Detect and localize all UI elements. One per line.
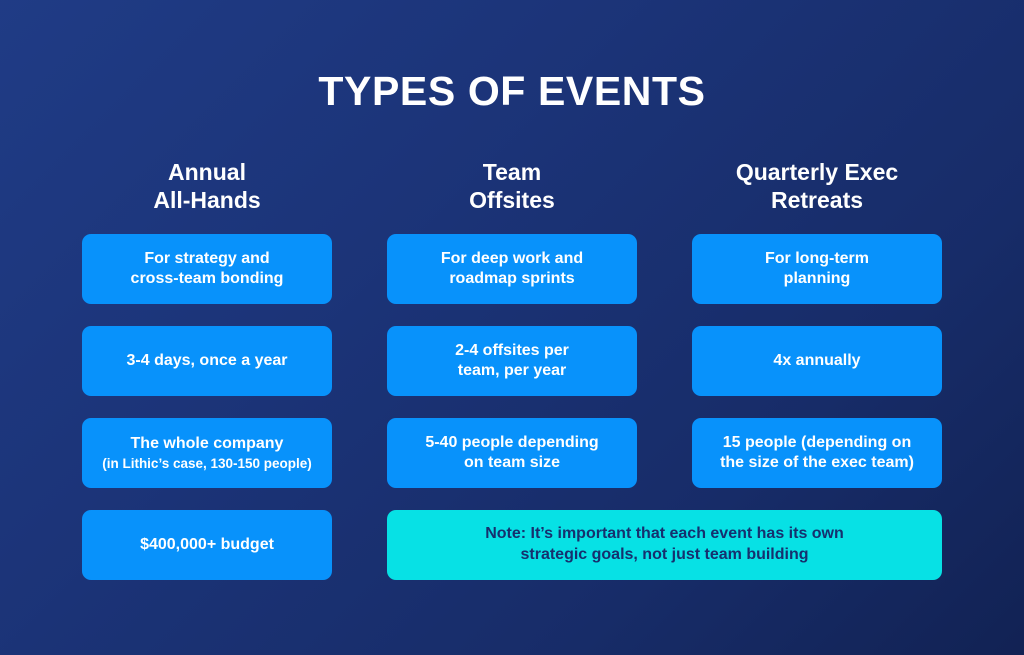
card-line1: 5-40 people depending: [425, 433, 599, 451]
card-line2: on team size: [463, 454, 561, 471]
card-line2: planning: [783, 270, 851, 287]
card-row: 3-4 days, once a year 2-4 offsites per t…: [82, 326, 942, 396]
card-row: The whole company (in Lithic’s case, 130…: [82, 418, 942, 488]
card-attendees-offsites: 5-40 people depending on team size: [387, 418, 637, 488]
card-line2: cross-team bonding: [130, 270, 284, 287]
note-line1: Note: It’s important that each event has…: [485, 525, 844, 543]
note-line2: strategic goals, not just team building: [520, 546, 809, 563]
card-purpose-retreats: For long-term planning: [692, 234, 942, 304]
card-line1: For long-term: [765, 249, 869, 267]
card-line1: For deep work and: [440, 249, 584, 267]
card-line1: 4x annually: [773, 351, 861, 369]
card-cadence-retreats: 4x annually: [692, 326, 942, 396]
cards-grid: For strategy and cross-team bonding For …: [82, 234, 942, 580]
column-header-line1: Quarterly Exec: [735, 159, 899, 185]
card-budget-annual: $400,000+ budget: [82, 510, 332, 580]
card-cadence-annual: 3-4 days, once a year: [82, 326, 332, 396]
card-row: $400,000+ budget Note: It’s important th…: [82, 510, 942, 580]
column-header-line2: All-Hands: [153, 187, 261, 214]
card-line2: the size of the exec team): [720, 454, 914, 471]
card-line1: $400,000+ budget: [140, 535, 274, 553]
card-cadence-offsites: 2-4 offsites per team, per year: [387, 326, 637, 396]
card-line1: The whole company: [130, 434, 284, 452]
card-line2: roadmap sprints: [449, 270, 575, 287]
card-purpose-annual: For strategy and cross-team bonding: [82, 234, 332, 304]
column-header-line2: Retreats: [770, 187, 864, 214]
page-title: TYPES OF EVENTS: [318, 68, 706, 114]
card-purpose-offsites: For deep work and roadmap sprints: [387, 234, 637, 304]
column-header-annual-all-hands: Annual All-Hands: [82, 158, 332, 214]
card-line2: team, per year: [457, 362, 567, 379]
column-headers-row: Annual All-Hands Team Offsites Quarterly…: [82, 158, 942, 214]
card-line1: 2-4 offsites per: [455, 341, 569, 359]
card-line1: 15 people (depending on: [722, 433, 912, 451]
card-attendees-retreats: 15 people (depending on the size of the …: [692, 418, 942, 488]
card-row: For strategy and cross-team bonding For …: [82, 234, 942, 304]
card-attendees-annual: The whole company (in Lithic’s case, 130…: [82, 418, 332, 488]
column-header-line1: Team: [482, 159, 542, 185]
column-header-line1: Annual: [168, 159, 246, 185]
note-card: Note: It’s important that each event has…: [387, 510, 942, 580]
column-header-quarterly-exec-retreats: Quarterly Exec Retreats: [692, 158, 942, 214]
card-line1: 3-4 days, once a year: [126, 351, 288, 369]
column-header-line2: Offsites: [469, 187, 555, 214]
card-line1: For strategy and: [144, 249, 270, 267]
card-subline: (in Lithic’s case, 130-150 people): [102, 455, 312, 471]
column-header-team-offsites: Team Offsites: [387, 158, 637, 214]
